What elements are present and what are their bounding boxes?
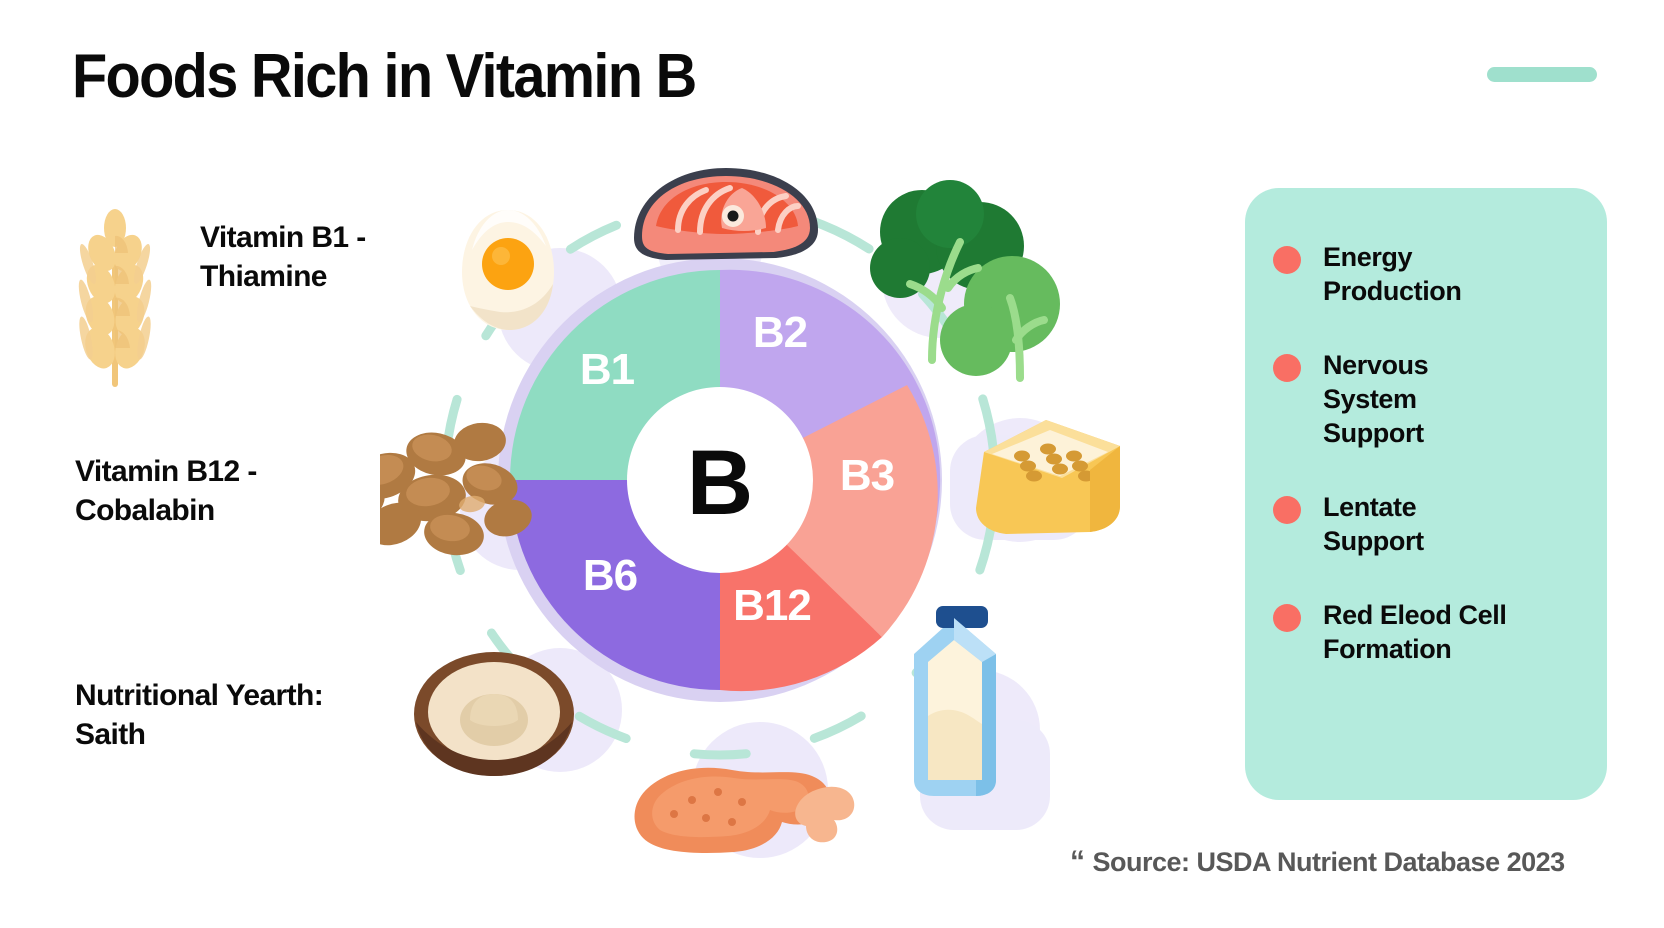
tofu-icon [976, 420, 1120, 534]
milk-icon [914, 606, 996, 796]
nutrient-label-yeast: Nutritional Yearth: Saith [75, 679, 324, 751]
benefit-label: Nervous System Support [1323, 350, 1429, 449]
bullet-dot-icon [1273, 496, 1301, 525]
slice-label-b6: B6 [583, 551, 637, 600]
benefit-item-nervous-system-support[interactable]: Nervous System Support [1273, 348, 1571, 450]
accent-dash-decoration [1487, 67, 1597, 82]
benefit-item-energy-production[interactable]: Energy Production [1273, 240, 1571, 308]
salmon-icon [634, 168, 818, 260]
quote-mark-icon: “ [1070, 845, 1085, 878]
donut-center-label: B [687, 432, 753, 534]
source-attribution: “Source: USDA Nutrient Database 2023 [1070, 845, 1565, 879]
bullet-dot-icon [1273, 246, 1301, 274]
benefit-label: Energy Production [1323, 242, 1462, 307]
page-title: Foods Rich in Vitamin B [72, 42, 697, 111]
nutrient-label-b12: Vitamin B12 - Cobalabin [75, 455, 257, 527]
benefit-label: Lentate Support [1323, 492, 1424, 557]
wheat-icon [78, 209, 152, 387]
spinach-icon [870, 180, 1060, 382]
slice-label-b2: B2 [753, 308, 807, 357]
chicken-icon [634, 767, 855, 853]
beans-icon [380, 422, 532, 556]
bullet-dot-icon [1273, 354, 1301, 383]
bullet-dot-icon [1273, 604, 1301, 633]
vitamin-b-donut-chart: B B1 B2 B3 B12 B6 [380, 150, 1150, 880]
slice-label-b1: B1 [580, 345, 635, 394]
source-text: Source: USDA Nutrient Database 2023 [1092, 847, 1566, 877]
benefits-panel: Energy Production Nervous System Support… [1245, 188, 1607, 800]
slice-b3-wedge[interactable] [720, 385, 938, 637]
slice-label-b3: B3 [840, 451, 894, 500]
benefit-item-red-blood-cell-formation[interactable]: Red Eleod Cell Formation [1273, 598, 1571, 666]
benefit-label: Red Eleod Cell Formation [1323, 600, 1507, 665]
nutrient-item-b12: Vitamin B12 - Cobalabin [75, 452, 257, 530]
nutrient-item-yeast: Nutritional Yearth: Saith [75, 676, 324, 754]
connector-arc [440, 200, 1000, 760]
egg-icon [462, 210, 554, 330]
slice-label-b12: B12 [733, 581, 811, 630]
nutrient-item-b1: Vitamin B1 - Thiamine [78, 200, 366, 390]
donut-center-hole [627, 387, 813, 573]
benefit-item-lentate-support[interactable]: Lentate Support [1273, 490, 1571, 558]
mushroom-icon [414, 652, 574, 776]
nutrient-label-b1: Vitamin B1 - Thiamine [200, 221, 366, 293]
